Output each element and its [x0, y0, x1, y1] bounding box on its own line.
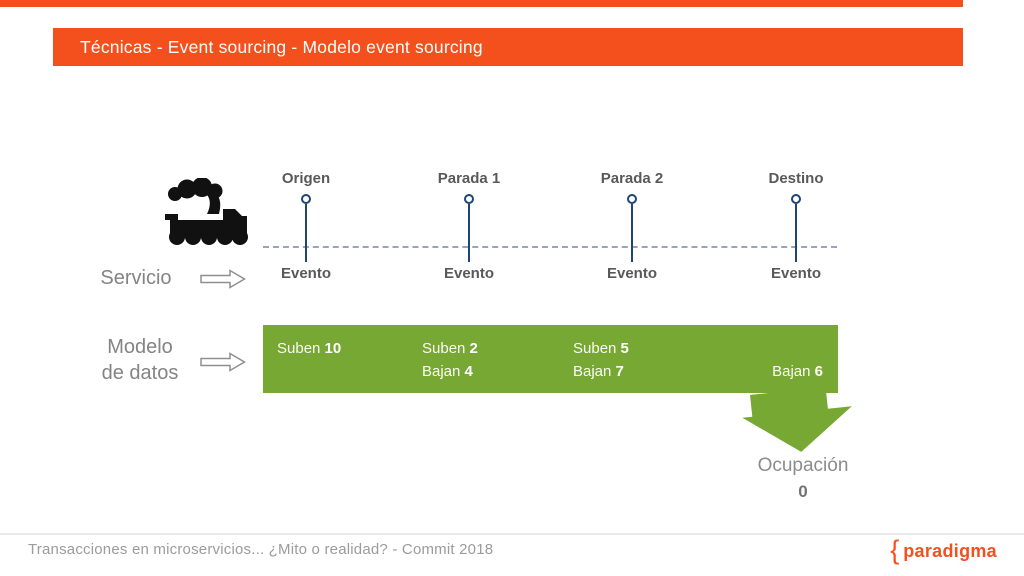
timeline-pin-icon — [464, 194, 474, 204]
event-label: Evento — [280, 265, 332, 282]
timeline-pin-icon — [791, 194, 801, 204]
paradigma-logo: { paradigma — [890, 535, 997, 565]
timeline-pin-icon — [301, 194, 311, 204]
timeline-pin-stem — [305, 204, 307, 262]
bajan-num: 6 — [814, 363, 823, 380]
bajan-word: Bajan — [422, 363, 461, 380]
service-row-label: Servicio — [100, 267, 172, 289]
timeline-pin-stem — [795, 204, 797, 262]
timeline-pin-stem — [468, 204, 470, 262]
station-name: Parada 1 — [437, 170, 501, 187]
event-label: Evento — [606, 265, 658, 282]
station-name: Origen — [281, 170, 331, 187]
suben-word: Suben — [277, 340, 321, 357]
bajan-word: Bajan — [772, 363, 811, 380]
bar-cell-bajan-parada2: Bajan 7 — [573, 363, 624, 380]
bajan-word: Bajan — [573, 363, 612, 380]
footer-divider — [0, 533, 1024, 535]
event-label: Evento — [770, 265, 822, 282]
model-row-label: Modelo de datos — [82, 334, 198, 386]
logo-wordmark: paradigma — [903, 541, 997, 561]
occupancy-value: 0 — [798, 482, 808, 501]
bajan-num: 7 — [615, 363, 624, 380]
top-accent-strip — [0, 0, 963, 7]
timeline-pin-icon — [627, 194, 637, 204]
suben-num: 2 — [469, 340, 478, 357]
train-icon — [165, 178, 248, 245]
bar-cell-suben-origen: Suben 10 — [277, 340, 341, 357]
model-label-line1: Modelo — [107, 336, 173, 358]
title-banner: Técnicas - Event sourcing - Modelo event… — [53, 28, 963, 66]
event-label: Evento — [443, 265, 495, 282]
down-block-arrow-icon — [742, 386, 852, 452]
bar-cell-suben-parada2: Suben 5 — [573, 340, 629, 357]
right-hollow-arrow-icon — [200, 269, 246, 289]
model-label-line2: de datos — [101, 362, 179, 384]
bar-cell-suben-parada1: Suben 2 — [422, 340, 478, 357]
data-model-bar: Suben 10 Suben 2 Bajan 4 Suben 5 Bajan 7… — [263, 325, 838, 393]
track-dashed-line — [263, 246, 837, 248]
station-name: Parada 2 — [600, 170, 664, 187]
suben-num: 10 — [324, 340, 342, 357]
right-hollow-arrow-icon — [200, 352, 246, 372]
page-title: Técnicas - Event sourcing - Modelo event… — [80, 37, 483, 57]
bar-cell-bajan-parada1: Bajan 4 — [422, 363, 473, 380]
timeline-pin-stem — [631, 204, 633, 262]
bajan-num: 4 — [464, 363, 473, 380]
occupancy-label: Ocupación — [757, 455, 849, 476]
logo-brace-icon: { — [890, 535, 900, 565]
suben-num: 5 — [620, 340, 629, 357]
footer-caption: Transacciones en microservicios... ¿Mito… — [28, 541, 494, 558]
suben-word: Suben — [573, 340, 617, 357]
suben-word: Suben — [422, 340, 466, 357]
station-name: Destino — [768, 170, 824, 187]
bar-cell-bajan-destino: Bajan 6 — [772, 363, 823, 380]
